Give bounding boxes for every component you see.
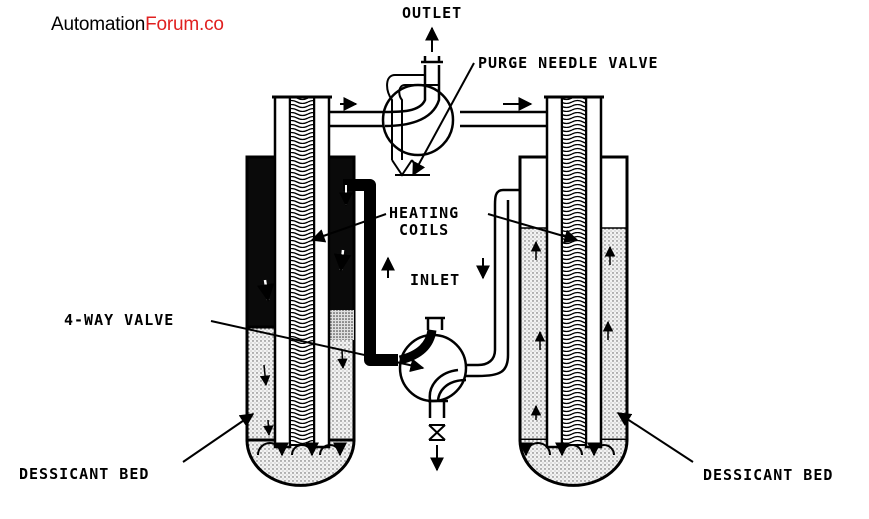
right-desiccant-tower xyxy=(518,95,629,487)
brand-part-forum: Forum.co xyxy=(145,14,224,35)
label-heating-coils-line2: COILS xyxy=(399,221,450,239)
top-piping xyxy=(329,26,547,177)
leader-lines xyxy=(182,62,694,463)
label-dessicant-bed-right: DESSICANT BED xyxy=(703,466,834,484)
label-inlet: INLET xyxy=(410,271,461,289)
left-desiccant-tower xyxy=(245,95,356,487)
label-purge-needle-valve: PURGE NEEDLE VALVE xyxy=(478,54,659,72)
brand-part-automation: Automation xyxy=(51,14,146,35)
label-outlet: OUTLET xyxy=(402,4,463,22)
brand-watermark: AutomationForum.co xyxy=(51,14,224,36)
label-heating-coils: HEATING COILS xyxy=(389,205,459,239)
label-4-way-valve: 4-WAY VALVE xyxy=(64,311,175,329)
label-dessicant-bed-left: DESSICANT BED xyxy=(19,465,150,483)
label-heating-coils-line1: HEATING xyxy=(389,204,460,222)
